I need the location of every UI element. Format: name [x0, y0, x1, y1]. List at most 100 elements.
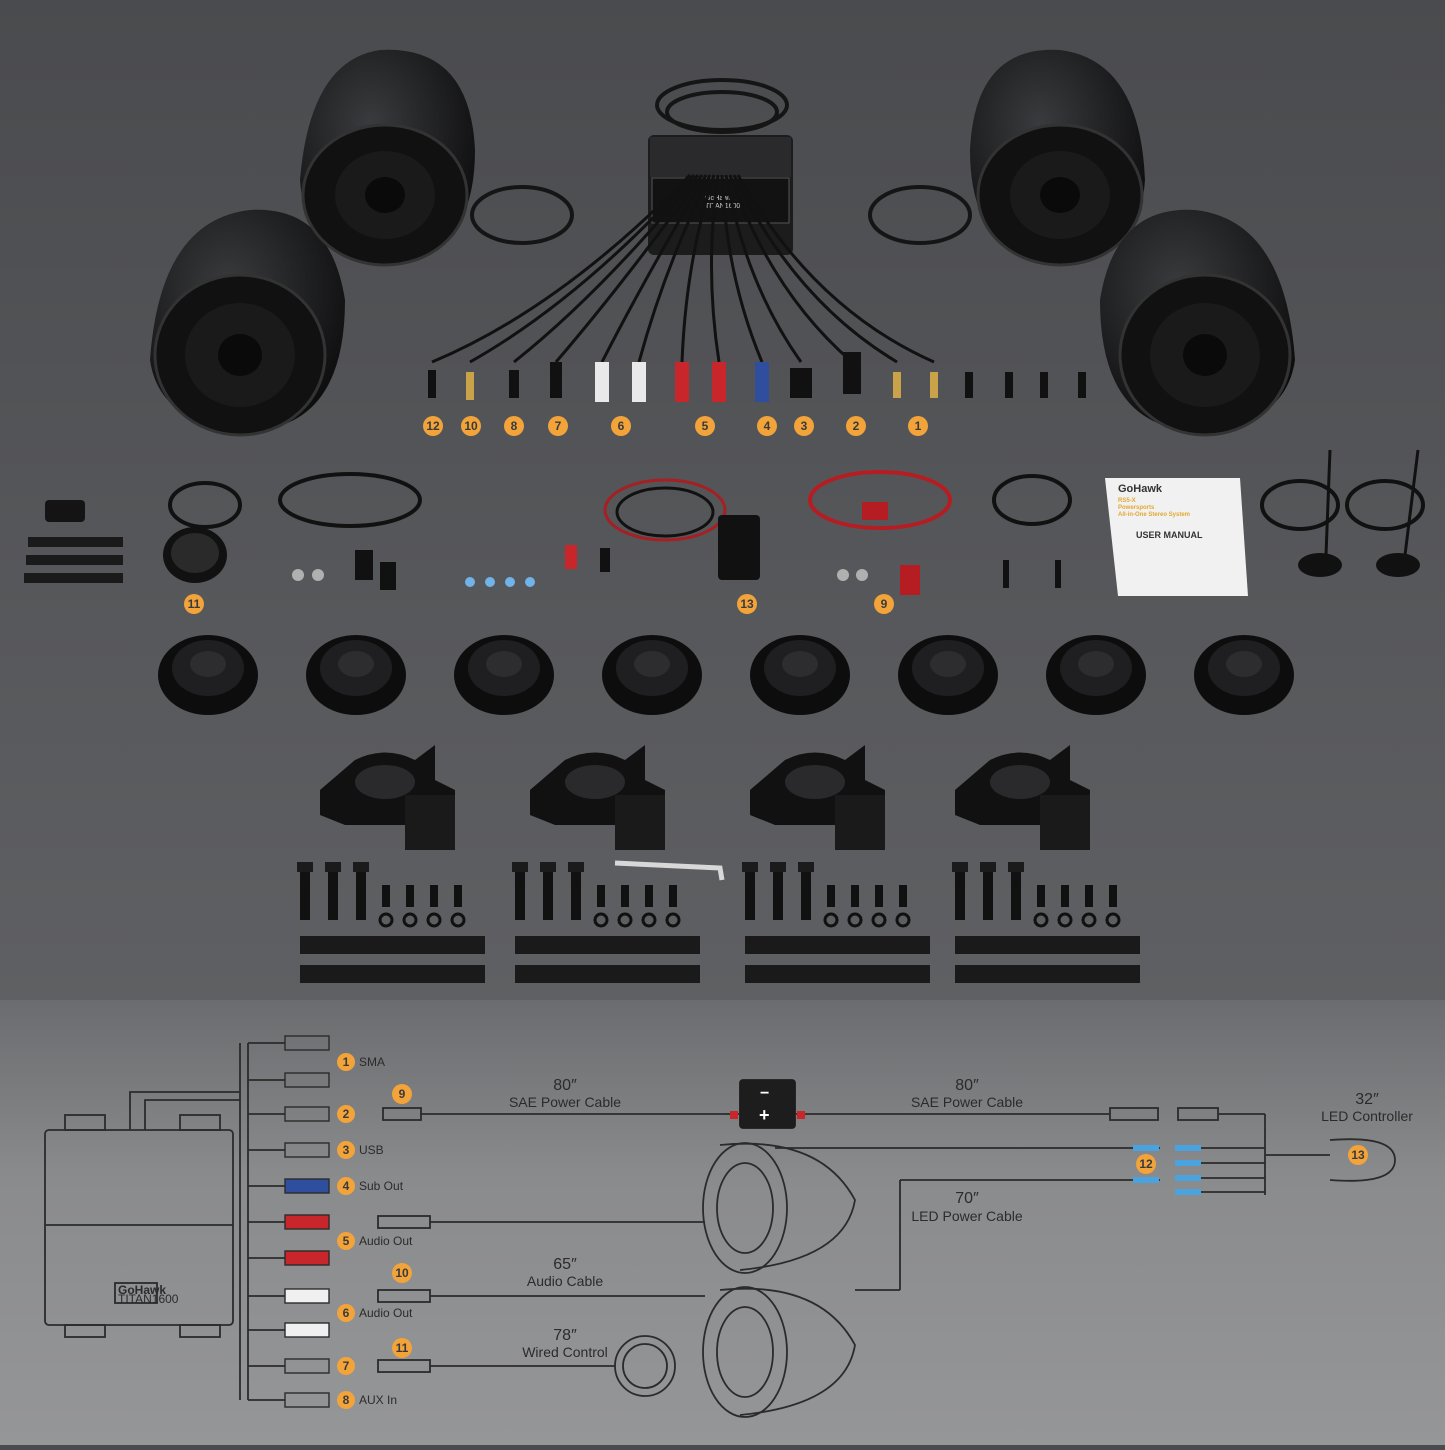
sae-left-name: SAE Power Cable [509, 1094, 621, 1110]
speaker-front-left [150, 209, 345, 437]
svg-text:13: 13 [740, 597, 754, 611]
kit-badge-13: 13 [737, 594, 757, 614]
kit-badge-5: 5 [695, 416, 715, 436]
unit-model-text: TITAN1600 [118, 1292, 179, 1306]
svg-text:6: 6 [618, 419, 625, 433]
hardware-set [297, 862, 485, 983]
aux-cable [992, 474, 1072, 588]
port-badge-3: 3 [337, 1141, 355, 1159]
svg-text:4: 4 [764, 419, 771, 433]
diagram-badges: 9 12 13 10 11 [392, 1084, 1368, 1358]
speaker-front-right [1100, 209, 1295, 437]
diagram-cables [377, 1079, 1396, 1418]
speaker-grille [454, 635, 554, 715]
port-badge-6: 6 [337, 1304, 355, 1322]
sae-right-name: SAE Power Cable [911, 1094, 1023, 1110]
wired-control-length: 78″ [553, 1327, 577, 1344]
hardware-set [742, 862, 930, 983]
speaker-grille [306, 635, 406, 715]
kit-badge-3: 3 [794, 416, 814, 436]
wired-control-name: Wired Control [522, 1344, 608, 1360]
kit-badge-4: 4 [757, 416, 777, 436]
diagram-badge-audio: 10 [392, 1263, 412, 1283]
speaker-rear-right [970, 49, 1145, 267]
led-pin-dots [730, 1111, 1201, 1195]
led-harness [465, 478, 760, 587]
svg-text:GoHawk: GoHawk [1118, 483, 1163, 495]
led-power-length: 70″ [955, 1190, 979, 1207]
port-badge-1: 1 [337, 1053, 355, 1071]
mounting-hardware [297, 862, 1140, 983]
sae-power-cable-kit [278, 472, 422, 590]
speaker-grille [1194, 635, 1294, 715]
mounting-clamp [750, 745, 885, 850]
port-label-5: Audio Out [359, 1234, 413, 1248]
connector-row [428, 352, 1086, 402]
mounting-clamps [320, 745, 1090, 850]
hardware-set [512, 862, 700, 983]
kit-badge-10: 10 [461, 416, 481, 436]
svg-text:8: 8 [343, 1393, 350, 1407]
audio-cable-length: 65″ [553, 1256, 577, 1273]
svg-text:12: 12 [1139, 1157, 1153, 1171]
user-manual: GoHawk RS5-X Powersports All-in-One Ster… [1105, 478, 1248, 596]
port-label-3: USB [359, 1143, 384, 1157]
speaker-grille [158, 635, 258, 715]
kit-badge-9: 9 [874, 594, 894, 614]
kit-badge-7: 7 [548, 416, 568, 436]
sae-left-length: 80″ [553, 1077, 577, 1094]
port-label-8: AUX In [359, 1393, 397, 1407]
antennas [1260, 449, 1425, 577]
svg-text:11: 11 [396, 1341, 409, 1355]
svg-text:5: 5 [343, 1234, 350, 1248]
fuse-minus-sign: − [760, 1085, 769, 1102]
speaker-grille [898, 635, 998, 715]
diagram-badge-led-controller: 13 [1348, 1145, 1368, 1165]
svg-text:2: 2 [343, 1107, 350, 1121]
kit-badge-6: 6 [611, 416, 631, 436]
speaker-grille [1046, 635, 1146, 715]
kit-badge-8: 8 [504, 416, 524, 436]
svg-text:12: 12 [426, 419, 440, 433]
svg-text:Powersports: Powersports [1118, 505, 1155, 511]
port-badge-2: 2 [337, 1105, 355, 1123]
port-badge-4: 4 [337, 1177, 355, 1195]
svg-text:9: 9 [881, 597, 888, 611]
hardware-set [952, 862, 1140, 983]
svg-text:11: 11 [188, 597, 201, 611]
kit-badge-11: 11 [184, 594, 204, 614]
port-badge-8: 8 [337, 1391, 355, 1409]
svg-text:3: 3 [801, 419, 808, 433]
mounting-clamp [955, 745, 1090, 850]
svg-text:10: 10 [395, 1266, 409, 1280]
fuse-plus-sign: + [759, 1105, 770, 1125]
svg-text:4: 4 [343, 1179, 350, 1193]
port-badge-5: 5 [337, 1232, 355, 1250]
svg-text:3: 3 [343, 1143, 350, 1157]
svg-text:10: 10 [464, 419, 478, 433]
audio-cable-name: Audio Cable [527, 1273, 603, 1289]
kit-badge-1: 1 [908, 416, 928, 436]
hex-key [614, 860, 725, 881]
port-label-1: SMA [359, 1055, 385, 1069]
diagram-badge-sae: 9 [392, 1084, 412, 1104]
port-badge-7: 7 [337, 1357, 355, 1375]
port-label-4: Sub Out [359, 1179, 404, 1193]
svg-text:RS5-X: RS5-X [1118, 498, 1136, 504]
svg-text:7: 7 [343, 1359, 350, 1373]
diagram-badge-led-pins: 12 [1136, 1154, 1156, 1174]
unit-brand-text: GoHawk [118, 1283, 166, 1297]
led-controller-name: LED Controller [1321, 1108, 1413, 1124]
led-controller-length: 32″ [1355, 1091, 1379, 1108]
svg-text:13: 13 [1351, 1148, 1365, 1162]
cable-bundle [431, 173, 935, 364]
svg-text:7: 7 [555, 419, 562, 433]
led-power-name: LED Power Cable [911, 1208, 1022, 1224]
svg-text:9: 9 [399, 1087, 406, 1101]
wired-controller [163, 481, 242, 583]
svg-text:5: 5 [702, 419, 709, 433]
